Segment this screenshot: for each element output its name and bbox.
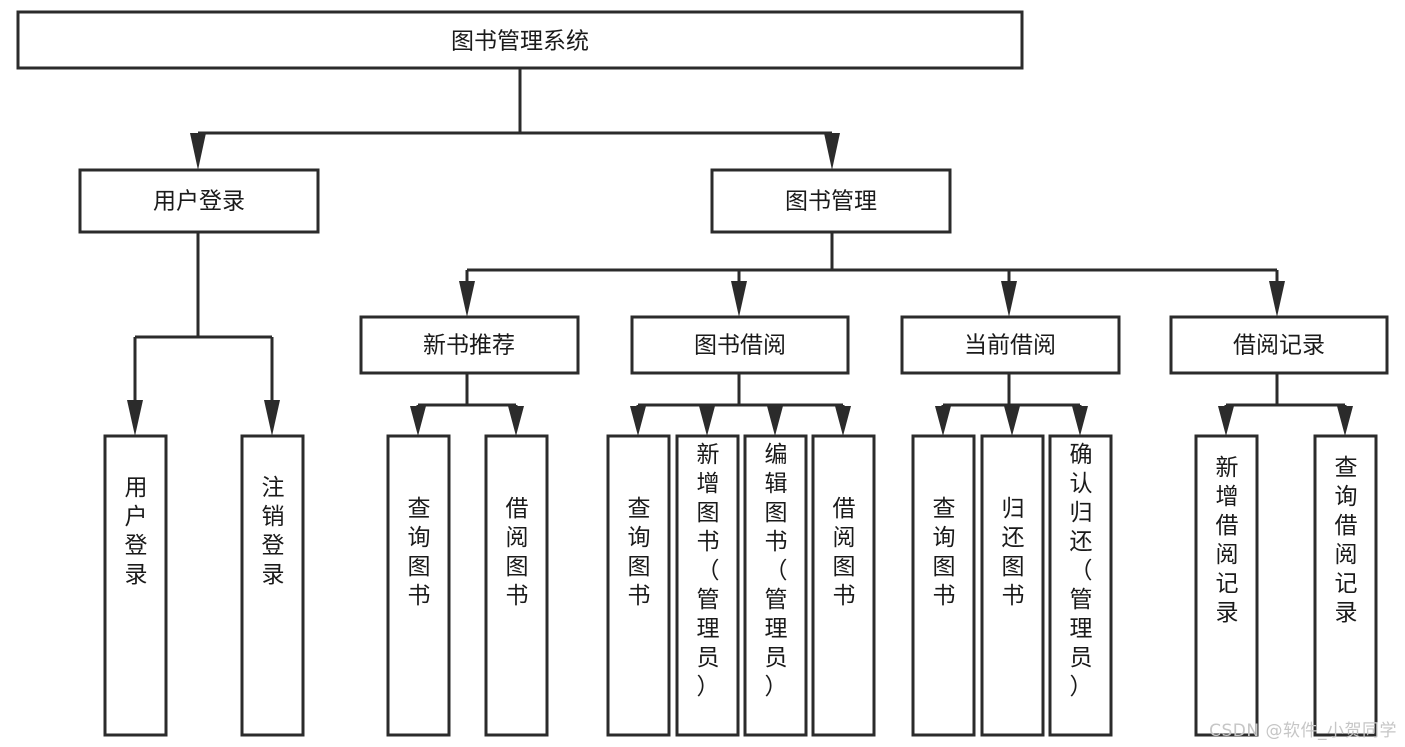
leaf-nodes: 用户登录 注销登录 查询图书 借阅图书 查询图书 新增图书（管理员）	[103, 434, 1378, 737]
node-leaf-user-login-label: 用户登录	[125, 475, 148, 588]
arrow-head-icon	[935, 406, 951, 436]
node-leaf-borrow-book-1[interactable]: 借阅图书	[484, 434, 549, 737]
arrow-head-icon	[264, 400, 280, 436]
node-leaf-logout-login[interactable]: 注销登录	[240, 434, 305, 737]
node-leaf-return-book-label: 归还图书	[1002, 496, 1025, 609]
arrow-head-icon	[508, 406, 524, 436]
node-user-login-label: 用户登录	[153, 189, 245, 215]
node-leaf-query-record-label: 查询借阅记录	[1335, 455, 1358, 626]
node-leaf-add-book[interactable]: 新增图书（管理员）	[675, 434, 740, 737]
node-leaf-borrow-book-2-label: 借阅图书	[833, 496, 856, 609]
arrow-heads	[127, 133, 1353, 436]
node-current-borrow-label: 当前借阅	[964, 333, 1056, 359]
arrow-head-icon	[1218, 406, 1234, 436]
node-leaf-edit-book-label: 编辑图书（管理员）	[765, 442, 788, 700]
node-leaf-query-book-3[interactable]: 查询图书	[911, 434, 976, 737]
node-book-borrow-label: 图书借阅	[694, 333, 786, 359]
node-leaf-edit-book[interactable]: 编辑图书（管理员）	[743, 434, 808, 737]
arrow-head-icon	[731, 281, 747, 317]
node-root-label: 图书管理系统	[451, 29, 589, 55]
arrow-head-icon	[459, 281, 475, 317]
node-leaf-query-book-3-label: 查询图书	[933, 496, 956, 609]
node-leaf-query-book-1-label: 查询图书	[408, 496, 431, 609]
arrow-head-icon	[1001, 281, 1017, 317]
node-leaf-borrow-book-1-label: 借阅图书	[506, 496, 529, 609]
arrow-head-icon	[835, 406, 851, 436]
arrow-head-icon	[1337, 406, 1353, 436]
arrow-head-icon	[824, 133, 840, 170]
node-new-book-rec[interactable]: 新书推荐	[359, 315, 580, 375]
node-book-manage[interactable]: 图书管理	[710, 168, 952, 234]
node-new-book-rec-label: 新书推荐	[423, 333, 515, 359]
node-leaf-confirm-return-label: 确认归还（管理员）	[1070, 442, 1093, 700]
watermark-csdn: CSDN @软件_小贺同学	[1209, 721, 1397, 741]
node-borrow-record-label: 借阅记录	[1233, 333, 1325, 359]
node-leaf-query-book-2[interactable]: 查询图书	[606, 434, 671, 737]
arrow-head-icon	[767, 406, 783, 436]
node-root[interactable]: 图书管理系统	[16, 10, 1024, 70]
node-leaf-logout-login-label: 注销登录	[262, 475, 285, 588]
node-borrow-record[interactable]: 借阅记录	[1169, 315, 1389, 375]
node-current-borrow[interactable]: 当前借阅	[900, 315, 1121, 375]
node-leaf-query-book-2-label: 查询图书	[628, 496, 651, 609]
node-leaf-borrow-book-2[interactable]: 借阅图书	[811, 434, 876, 737]
node-leaf-query-record[interactable]: 查询借阅记录	[1313, 434, 1378, 737]
arrow-head-icon	[1072, 406, 1088, 436]
arrow-head-icon	[1004, 406, 1020, 436]
node-user-login[interactable]: 用户登录	[78, 168, 320, 234]
node-leaf-add-record[interactable]: 新增借阅记录	[1194, 434, 1259, 737]
node-book-manage-label: 图书管理	[785, 189, 877, 215]
node-leaf-add-record-label: 新增借阅记录	[1216, 455, 1239, 626]
arrow-head-icon	[410, 406, 426, 436]
node-leaf-add-book-label: 新增图书（管理员）	[697, 442, 720, 700]
node-leaf-confirm-return[interactable]: 确认归还（管理员）	[1048, 434, 1113, 737]
arrow-head-icon	[1269, 281, 1285, 317]
arrow-head-icon	[127, 400, 143, 436]
arrow-head-icon	[630, 406, 646, 436]
node-leaf-return-book[interactable]: 归还图书	[980, 434, 1045, 737]
node-leaf-query-book-1[interactable]: 查询图书	[386, 434, 451, 737]
node-leaf-user-login[interactable]: 用户登录	[103, 434, 168, 737]
arrow-head-icon	[699, 406, 715, 436]
arrow-head-icon	[190, 133, 206, 170]
node-book-borrow[interactable]: 图书借阅	[630, 315, 850, 375]
